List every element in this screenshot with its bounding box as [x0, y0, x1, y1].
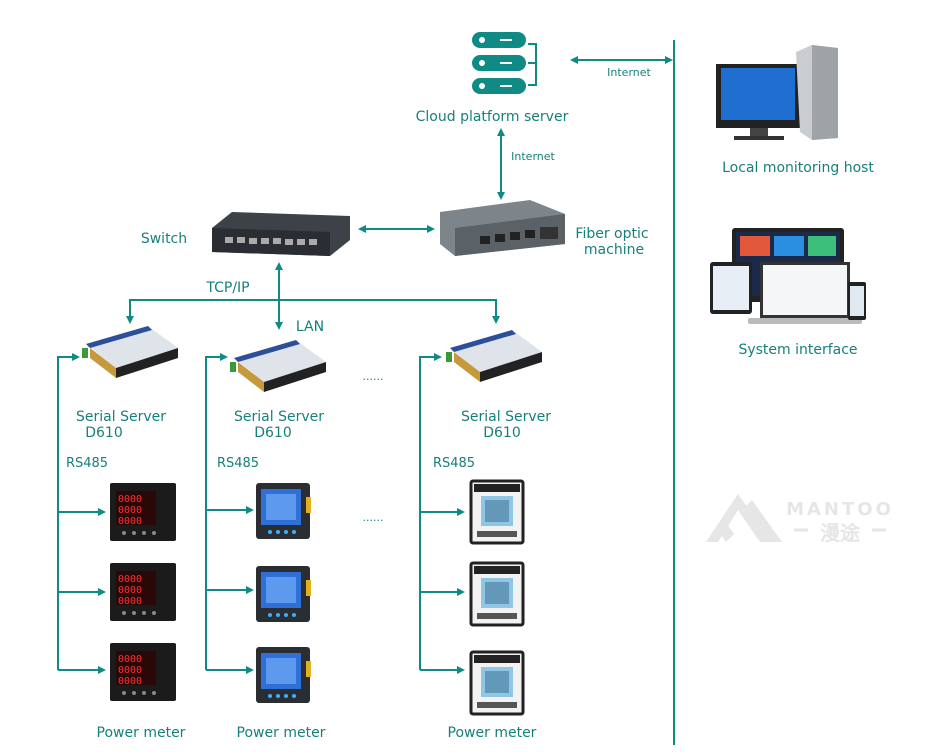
serial-server-name-2: Serial Server	[234, 409, 324, 425]
power-meter-image	[110, 563, 176, 621]
svg-text:MANTOO: MANTOO	[786, 499, 894, 520]
server-stack-icon	[472, 32, 537, 94]
power-meter-image	[469, 650, 525, 716]
fiber-label-line1: Fiber optic	[575, 226, 648, 242]
fiber-optic-machine-image	[440, 200, 565, 256]
internet-label-mid: Internet	[511, 150, 555, 163]
local-host-label: Local monitoring host	[722, 160, 874, 176]
fiber-label-line2: machine	[584, 242, 644, 258]
system-interface-label: System interface	[738, 342, 857, 358]
serial-server-image-1	[82, 326, 178, 378]
power-meter-label-2: Power meter	[237, 725, 326, 741]
ellipsis-meters: ......	[363, 511, 384, 524]
serial-server-model-2: D610	[254, 425, 292, 441]
cloud-server-label: Cloud platform server	[416, 109, 569, 125]
tcpip-label: TCP/IP	[205, 280, 249, 296]
lan-label: LAN	[296, 319, 324, 335]
power-meter-image	[110, 483, 176, 541]
serial-server-image-3	[446, 330, 542, 382]
svg-text:漫途: 漫途	[820, 521, 861, 545]
power-meter-label-3: Power meter	[448, 725, 537, 741]
multi-device-interface-icon	[710, 228, 866, 324]
rs485-label-3: RS485	[433, 456, 475, 471]
rs485-label-1: RS485	[66, 456, 108, 471]
rs485-bus-3	[419, 353, 465, 674]
serial-server-image-2	[230, 340, 326, 392]
serial-server-name-1: Serial Server	[76, 409, 166, 425]
rs485-label-2: RS485	[217, 456, 259, 471]
rs485-bus-2	[205, 353, 254, 674]
power-meter-image	[469, 479, 525, 545]
internet-label-top: Internet	[607, 66, 651, 79]
power-meter-image	[256, 566, 311, 622]
ellipsis-servers: ......	[363, 370, 384, 383]
serial-server-model-3: D610	[483, 425, 521, 441]
tcpip-bus-line	[129, 299, 497, 322]
mantoo-logo-watermark: MANTOO 漫途	[706, 494, 894, 545]
switch-label: Switch	[141, 231, 187, 247]
desktop-computer-icon	[716, 45, 838, 140]
power-meter-image	[256, 483, 311, 539]
power-meter-label-1: Power meter	[97, 725, 186, 741]
switch-image	[212, 212, 350, 256]
rs485-bus-1	[57, 353, 106, 674]
serial-server-model-1: D610	[85, 425, 123, 441]
power-meter-image	[110, 643, 176, 701]
serial-server-name-3: Serial Server	[461, 409, 551, 425]
power-meter-image	[469, 561, 525, 627]
power-meter-image	[256, 647, 311, 703]
